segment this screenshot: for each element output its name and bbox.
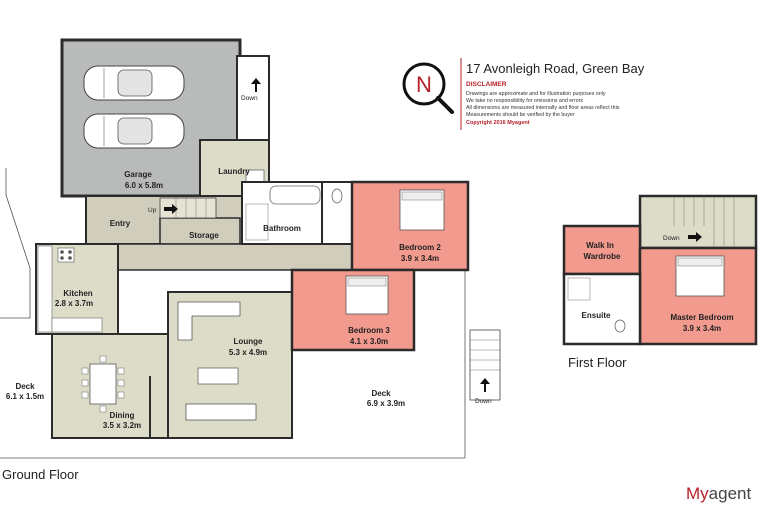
kitchen-label: Kitchen: [63, 289, 92, 298]
lounge-dims: 5.3 x 4.9m: [229, 348, 267, 357]
walkin-label-2: Wardrobe: [583, 252, 621, 261]
bedroom3-dims: 4.1 x 3.0m: [350, 337, 388, 346]
dining-chairs: [81, 355, 125, 413]
first-floor: Down Walk In Wardrobe Ensuite Master Bed…: [562, 194, 758, 370]
bed-icon: [345, 275, 389, 315]
disclaimer-line: We take no responsibility for omissions …: [466, 98, 583, 104]
walkin-wardrobe-room: [562, 224, 642, 276]
first-floor-label: First Floor: [568, 355, 627, 370]
car-icon: [83, 113, 185, 149]
right-arrow-icon: [164, 204, 178, 214]
lounge-label: Lounge: [234, 337, 263, 346]
site-boundary: [0, 168, 31, 319]
master-bedroom-dims: 3.9 x 3.4m: [683, 324, 721, 333]
right-arrow-icon: [688, 232, 702, 242]
bedroom2-dims: 3.9 x 3.4m: [401, 254, 439, 263]
toilet: [331, 188, 343, 204]
entry-label: Entry: [110, 219, 131, 228]
ensuite-label: Ensuite: [582, 311, 611, 320]
deck-left-label: Deck: [15, 382, 35, 391]
laundry-label: Laundry: [218, 167, 250, 176]
dining-table: [89, 363, 117, 405]
bath-tub: [269, 185, 321, 205]
stair-down-label: Down: [475, 398, 492, 405]
up-arrow-icon: [251, 78, 261, 92]
ground-floor-label: Ground Floor: [2, 467, 79, 482]
first-floor-stair-steps: [673, 198, 735, 246]
bedroom3-label: Bedroom 3: [348, 326, 390, 335]
disclaimer-title: DISCLAIMER: [466, 81, 507, 88]
disclaimer-line: All dimensions are measured internally a…: [466, 105, 620, 111]
kitchen-bench-bottom: [51, 317, 103, 333]
dining-dims: 3.5 x 3.2m: [103, 421, 141, 430]
disclaimer-line: Measurements should be verified by the b…: [466, 112, 575, 118]
bedroom2-label: Bedroom 2: [399, 243, 441, 252]
brand-logo: Myagent: [686, 484, 751, 503]
address-title: 17 Avonleigh Road, Green Bay: [466, 61, 645, 76]
stair-up-label: Up: [148, 207, 157, 214]
compass: N: [402, 62, 454, 114]
garage-label: Garage: [124, 170, 152, 179]
garage-dims: 6.0 x 5.8m: [125, 181, 163, 190]
dining-label: Dining: [110, 411, 135, 420]
bathroom-label: Bathroom: [263, 224, 301, 233]
master-bedroom-label: Master Bedroom: [670, 313, 733, 322]
bed-icon: [399, 189, 445, 231]
sofa-icon: [177, 301, 241, 341]
sofa-bottom: [185, 403, 257, 421]
brand-suffix: agent: [709, 484, 752, 503]
copyright-text: Copyright 2016 Myagent: [466, 120, 530, 126]
disclaimer-line: Drawings are approximate and for illustr…: [466, 91, 606, 97]
hob-icon: [57, 247, 75, 263]
top-stair: [236, 55, 270, 141]
corridor: [117, 243, 354, 271]
storage-room: [159, 217, 241, 245]
bed-icon: [675, 255, 725, 297]
walkin-label-1: Walk In: [586, 241, 614, 250]
shower-tray: [567, 277, 591, 301]
kitchen-dims: 2.8 x 3.7m: [55, 299, 93, 308]
toilet: [614, 319, 626, 333]
deck-right-dims: 6.9 x 3.9m: [367, 399, 405, 408]
entry-stair: [159, 197, 217, 219]
stair-down-label: Down: [241, 95, 258, 102]
brand-prefix: My: [686, 484, 709, 503]
up-arrow-icon: [480, 378, 490, 392]
compass-letter: N: [416, 72, 432, 97]
ground-floor: Down Up Down Garage 6.0 x 5.8m Laundry E…: [0, 38, 501, 482]
car-icon: [83, 65, 185, 101]
first-floor-stair-label: Down: [663, 235, 680, 242]
kitchen-bench: [37, 245, 53, 333]
compass-circle: [402, 62, 446, 106]
coffee-table: [197, 367, 239, 385]
deck-left-dims: 6.1 x 1.5m: [6, 392, 44, 401]
deck-right-label: Deck: [371, 389, 391, 398]
shower-tray: [245, 203, 269, 241]
compass-needle-icon: [436, 96, 454, 114]
storage-label: Storage: [189, 231, 219, 240]
